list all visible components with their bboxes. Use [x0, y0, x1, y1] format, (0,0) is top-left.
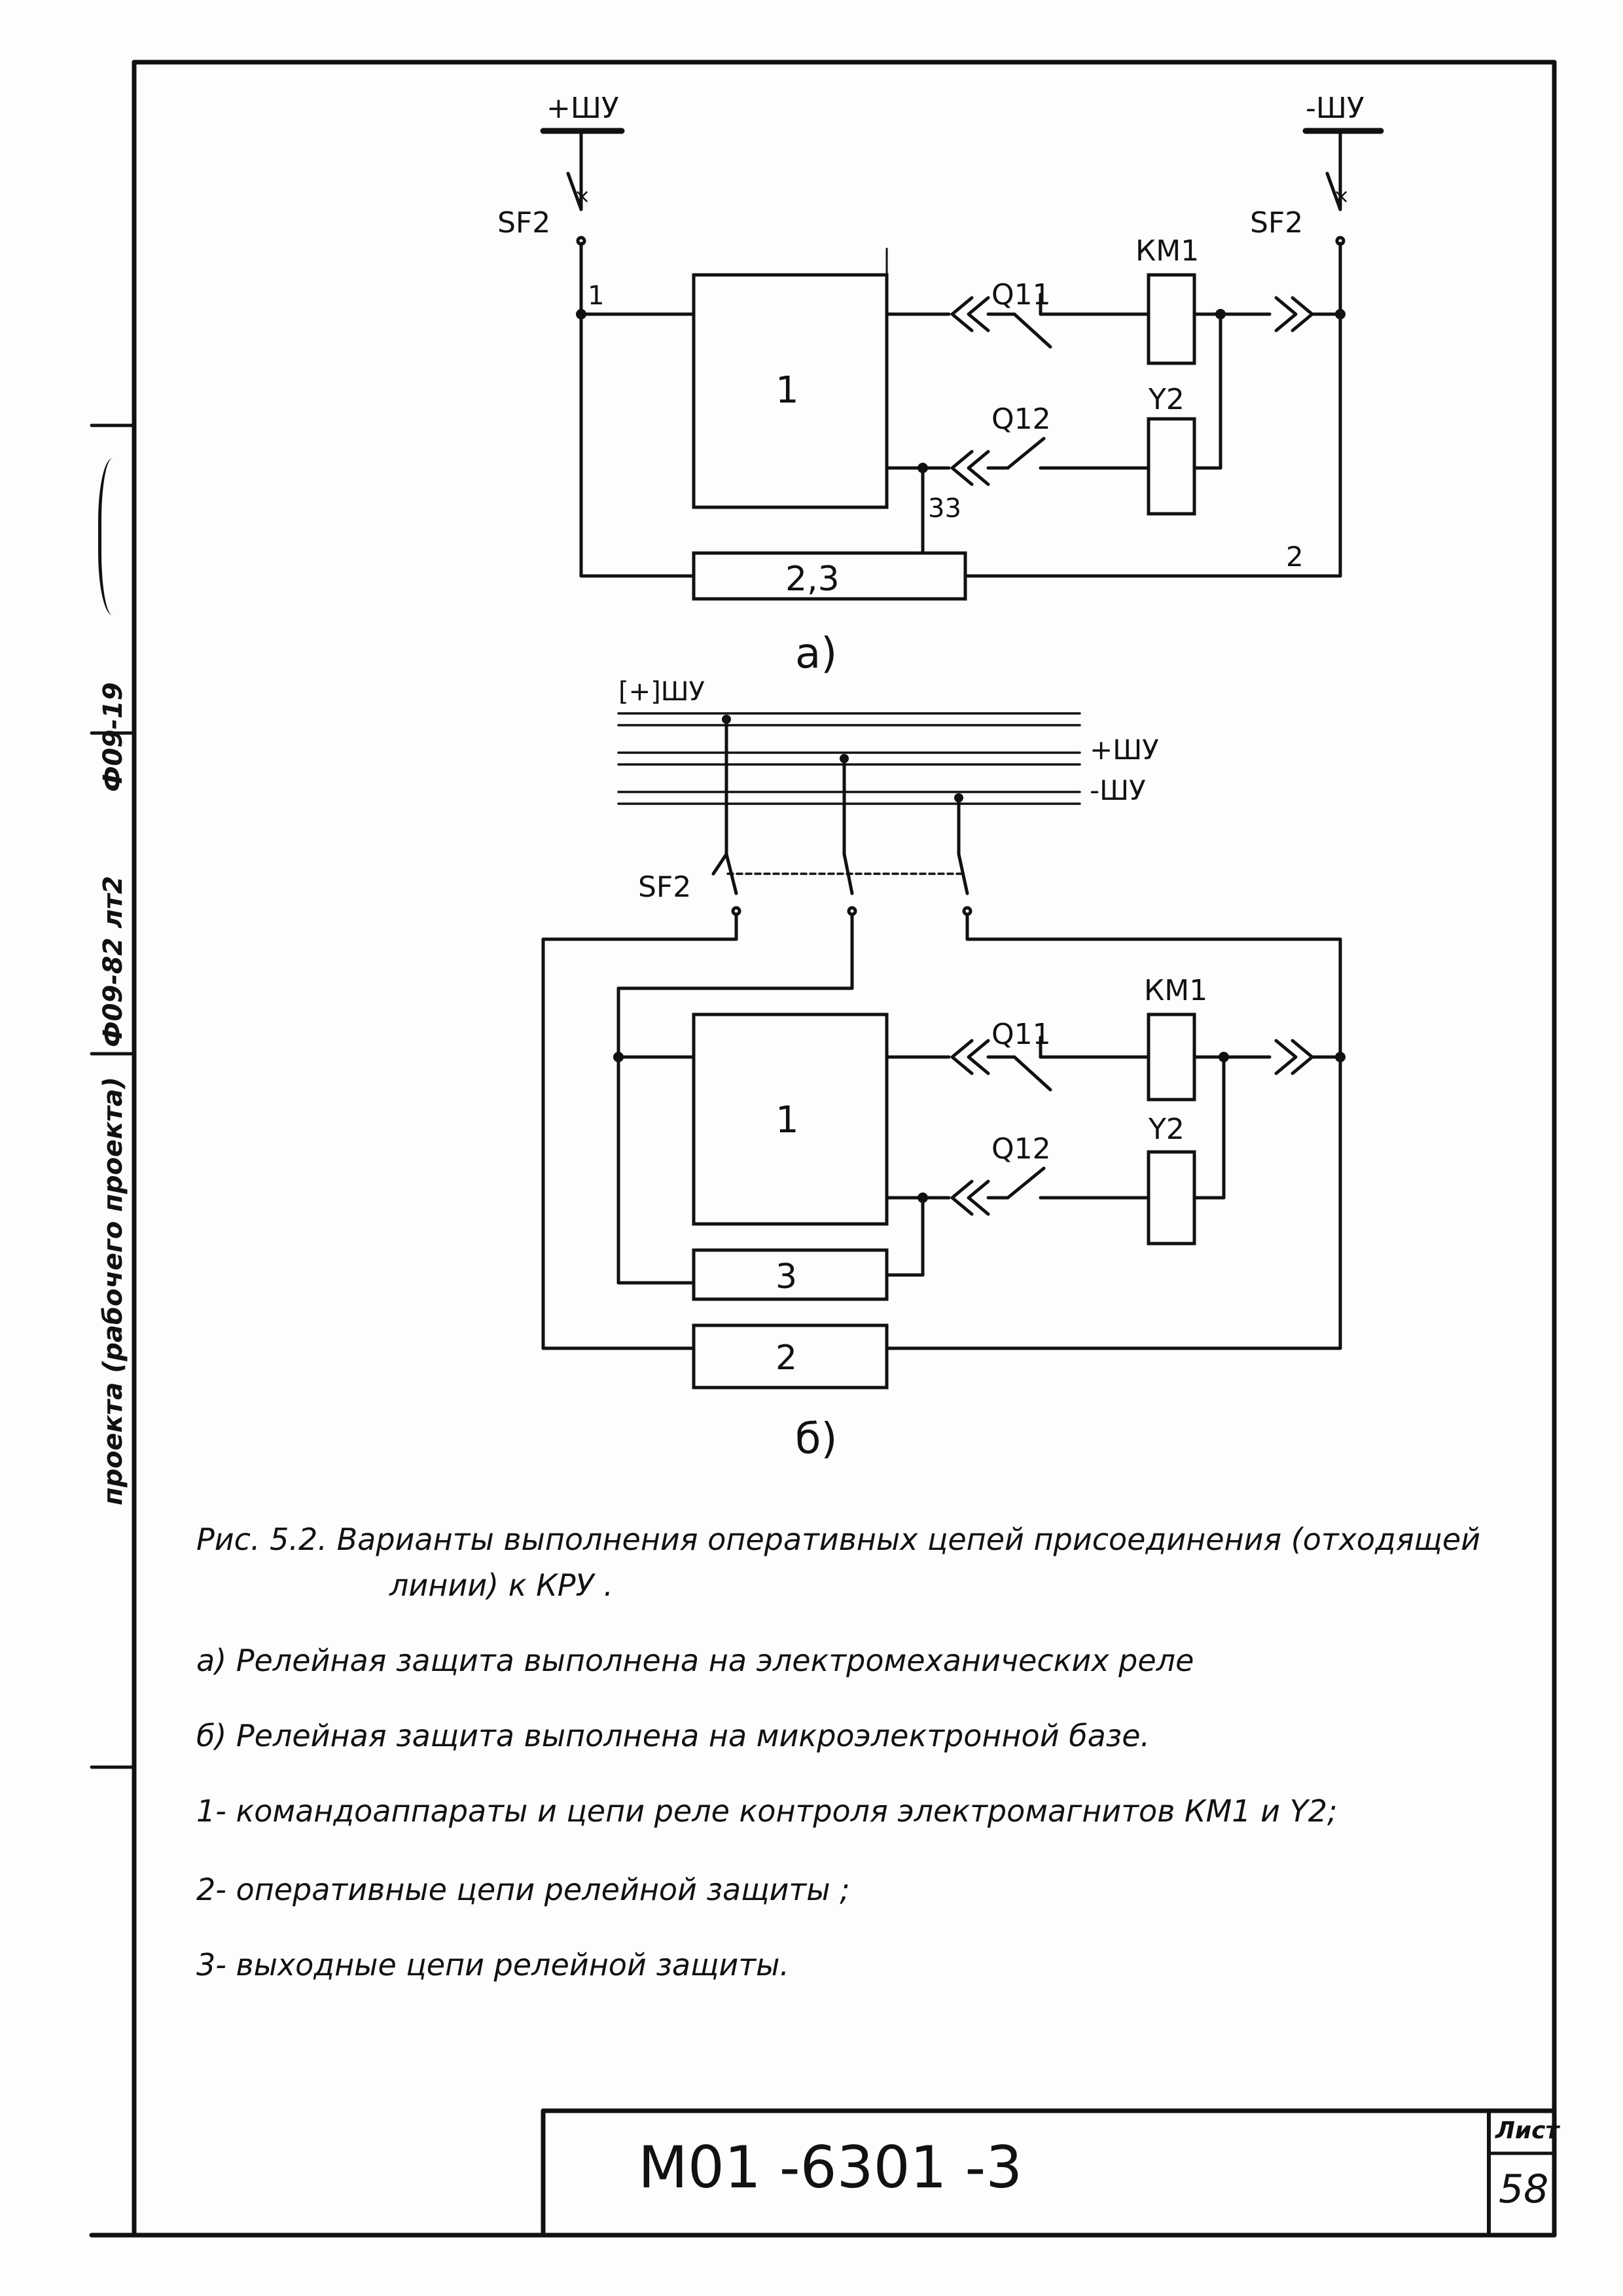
- contactor-km1-a: [1147, 273, 1196, 365]
- label-block-23-a: 2,3: [785, 560, 840, 599]
- legend-item-3: 3- выходные цепи релейной защиты.: [196, 1947, 790, 1982]
- label-diagram-b: б): [795, 1415, 837, 1463]
- sheet-number: 58: [1499, 2166, 1549, 2212]
- figure-caption-line1: Рис. 5.2. Варианты выполнения оперативны…: [196, 1522, 1481, 1557]
- legend-item-a: а) Релейная защита выполнена на электром…: [196, 1643, 1194, 1678]
- label-y2-b: Y2: [1148, 1113, 1185, 1146]
- block-2-b: [692, 1323, 889, 1390]
- label-y2-a: Y2: [1148, 383, 1185, 416]
- label-q11-b: Q11: [991, 1018, 1051, 1051]
- document-code: М01 -6301 -3: [638, 2134, 1023, 2201]
- trip-coil-y2-b: [1147, 1150, 1196, 1246]
- label-bus-top-b: [+]ШУ: [618, 677, 705, 707]
- trip-coil-y2-a: [1147, 417, 1196, 516]
- label-sf2-right: SF2: [1250, 206, 1303, 240]
- breaker-sf2-right: [1325, 171, 1342, 211]
- label-block-1-b: 1: [776, 1099, 799, 1141]
- label-diagram-a: а): [795, 630, 837, 678]
- label-block-2-b: 2: [776, 1338, 797, 1378]
- label-wire-1: 1: [588, 281, 604, 311]
- label-wire-33: 33: [928, 493, 961, 524]
- legend-item-b: б) Релейная защита выполнена на микроэле…: [196, 1718, 1150, 1753]
- contactor-km1-b: [1147, 1013, 1196, 1102]
- diagram-b: [+]ШУ +ШУ -ШУ SF2: [541, 677, 1346, 1463]
- sheet-label: Лист: [1495, 2117, 1560, 2144]
- label-bus-plus-b: +ШУ: [1090, 734, 1159, 766]
- block-1-b: [692, 1013, 889, 1226]
- block-23-a: [692, 551, 967, 601]
- contact-q12-a: [1006, 437, 1046, 470]
- title-block: [541, 2108, 1557, 2238]
- label-km1-b: КМ1: [1144, 974, 1207, 1007]
- label-block-3-b: 3: [776, 1257, 797, 1297]
- legend-item-2: 2- оперативные цепи релейной защиты ;: [196, 1872, 850, 1907]
- label-bus-plus-a: +ШУ: [546, 92, 619, 125]
- contact-q11-b: [1012, 1055, 1052, 1092]
- block-1-a: [692, 273, 889, 509]
- label-bus-minus-a: -ШУ: [1306, 92, 1364, 125]
- contact-q12-b: [1006, 1166, 1046, 1200]
- label-q12-b: Q12: [991, 1132, 1051, 1166]
- label-q12-a: Q12: [991, 403, 1051, 436]
- label-wire-2: 2: [1286, 541, 1304, 573]
- label-block-1-a: 1: [776, 369, 799, 412]
- side-stamp-ref: Ф09-19: [98, 682, 128, 792]
- sheet-frame: [89, 60, 1557, 2238]
- contact-q11-a: [1012, 312, 1052, 349]
- label-sf2-left: SF2: [497, 206, 550, 240]
- diagram-a: +ШУ -ШУ × SF2 × SF2 1 2 1 2,3: [497, 92, 1384, 678]
- label-q11-a: Q11: [991, 278, 1051, 312]
- label-sf2-b: SF2: [638, 870, 691, 904]
- signature-mark: [98, 458, 134, 615]
- label-bus-minus-b: -ШУ: [1090, 774, 1146, 806]
- label-km1-a: КМ1: [1135, 234, 1199, 268]
- figure-caption-line2: линии) к КРУ .: [389, 1568, 613, 1603]
- legend-item-1: 1- командоаппараты и цепи реле контроля …: [196, 1793, 1338, 1829]
- side-stamp-code: Ф09-82 лт2: [98, 876, 128, 1047]
- breaker-sf2-left: [566, 171, 583, 211]
- side-stamp-project: проекта (рабочего проекта): [98, 1077, 128, 1505]
